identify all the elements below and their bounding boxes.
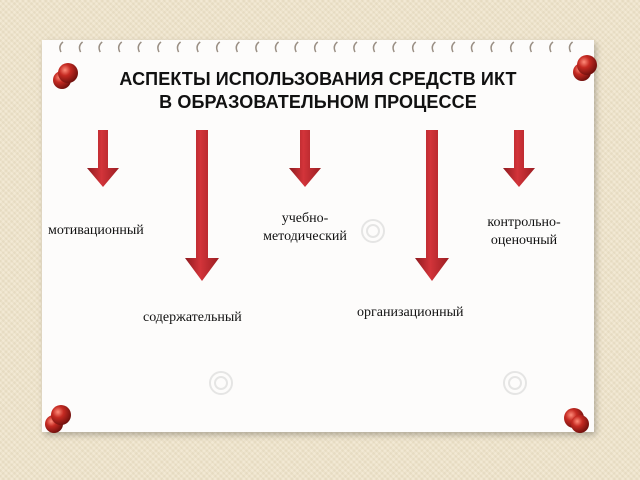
title-line-1: АСПЕКТЫ ИСПОЛЬЗОВАНИЯ СРЕДСТВ ИКТ [119,69,517,89]
arrow-down-methodical [289,130,321,187]
page-title: АСПЕКТЫ ИСПОЛЬЗОВАНИЯ СРЕДСТВ ИКТ В ОБРА… [42,68,594,114]
notebook-hole [490,41,495,53]
notebook-hole [549,41,554,53]
notebook-hole [313,41,319,53]
label-motivational: мотивационный [48,223,144,238]
notebook-hole [529,41,534,53]
notebook-hole [451,41,456,53]
notebook-hole [274,41,280,53]
notebook-hole [235,41,240,53]
title-line-2: В ОБРАЗОВАТЕЛЬНОМ ПРОЦЕССЕ [159,92,477,112]
pin-top-right-icon [573,55,597,81]
pin-top-left-icon [53,63,78,89]
notebook-hole [353,41,358,53]
notebook-hole [117,41,123,53]
swirl-decoration-2 [209,371,233,395]
label-methodical: учебно- методический [246,210,364,246]
arrow-down-motivational [87,130,119,187]
swirl-decoration-1 [361,219,385,243]
label-control-line-1: контрольно- [487,215,561,230]
notebook-hole [333,41,338,53]
notebook-hole [98,41,103,53]
label-methodical-line-1: учебно- [281,211,329,226]
notebook-hole [294,41,299,53]
pin-bottom-left-icon [45,405,71,433]
notebook-hole [372,41,378,53]
notebook-hole [392,41,397,53]
notebook-hole [509,41,515,53]
label-control-line-2: оценочный [490,233,558,248]
notebook-hole [470,41,476,53]
notebook-hole [78,41,84,53]
notebook-hole [59,41,64,53]
notebook-hole [137,41,142,53]
label-control: контрольно- оценочный [470,214,578,250]
label-content: содержательный [143,310,242,325]
notebook-hole [196,41,201,53]
notebook-hole [568,41,574,53]
notebook-holes [59,41,574,53]
label-organizational: организационный [357,305,464,320]
arrow-down-organizational [415,130,449,281]
pin-bottom-right-icon [564,408,589,433]
notebook-hole [411,41,417,53]
arrow-down-control [503,130,535,187]
swirl-decoration-3 [503,371,527,395]
label-methodical-line-2: методический [263,229,347,244]
notebook-hole [255,41,260,53]
paper-sheet: АСПЕКТЫ ИСПОЛЬЗОВАНИЯ СРЕДСТВ ИКТ В ОБРА… [42,40,594,432]
arrow-down-content [185,130,219,281]
notebook-hole [215,41,221,53]
notebook-hole [157,41,162,53]
notebook-hole [176,41,182,53]
notebook-hole [431,41,436,53]
